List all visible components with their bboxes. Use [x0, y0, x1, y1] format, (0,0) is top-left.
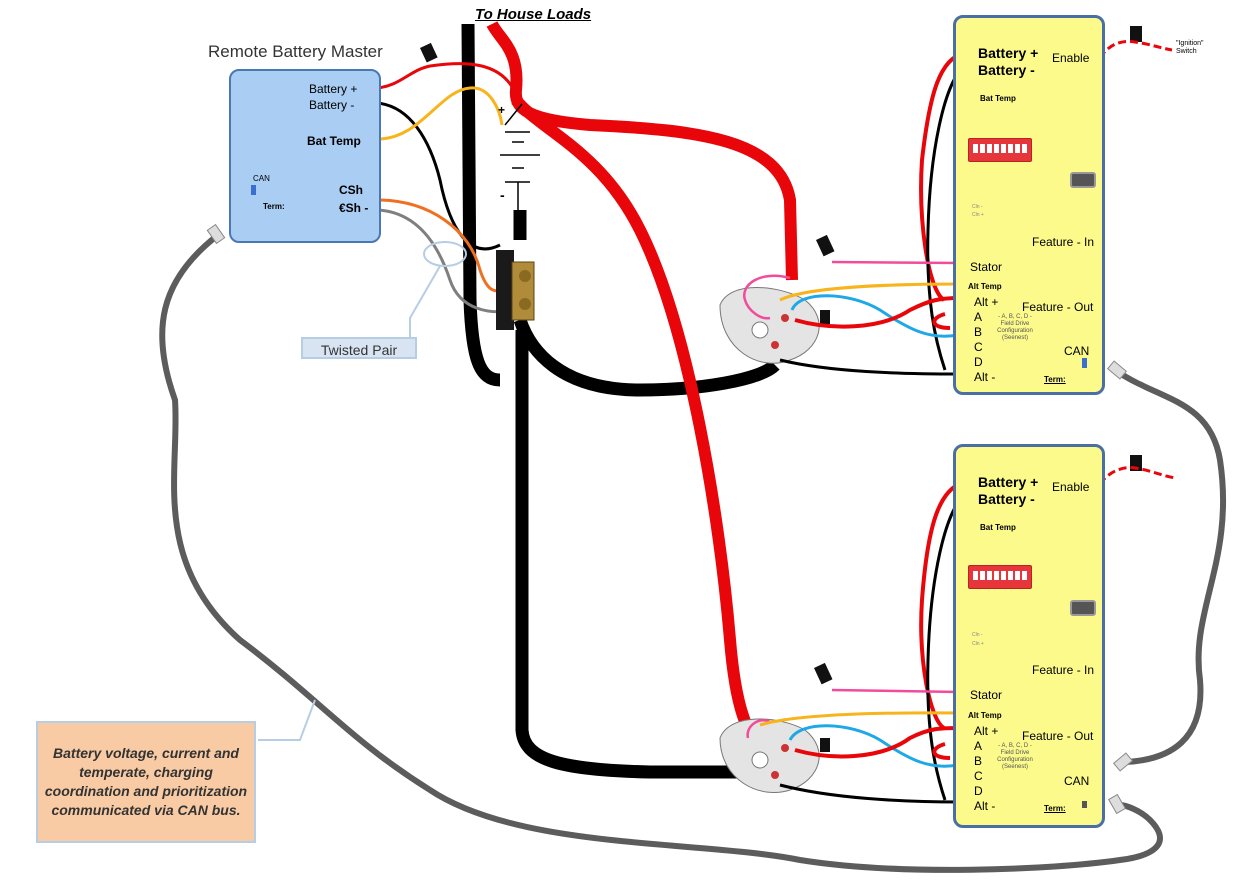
rbm-esh-wire	[376, 208, 516, 314]
reg1-bat-temp-label: Bat Temp	[980, 94, 1016, 103]
reg1-enable-label: Enable	[1052, 51, 1090, 65]
twisted-pair-marker	[423, 241, 467, 267]
reg2-term-label: Term:	[1044, 804, 1066, 813]
reg1-alt-pos-label: Alt +	[974, 295, 999, 309]
reg1-c-label: C	[974, 340, 983, 354]
fuse	[820, 310, 830, 324]
ignition-switch-label: "Ignition" Switch	[1176, 40, 1204, 55]
reg2-alt-neg-label: Alt -	[974, 799, 996, 813]
shunt	[496, 250, 535, 330]
reg2-clp-label: Cln +	[972, 641, 984, 647]
reg1-feature-out-label: Feature - Out	[1022, 300, 1094, 314]
rbm-battery-pos-label: Battery +	[309, 82, 358, 96]
battery-symbol	[500, 103, 540, 210]
black-main-cable	[513, 317, 780, 397]
reg2-can-label: CAN	[1064, 774, 1090, 788]
reg1-term-label: Term:	[1044, 375, 1066, 384]
reg2-enable-label: Enable	[1052, 480, 1090, 494]
reg2-battery-neg-label: Battery -	[978, 491, 1035, 507]
fuse	[814, 662, 833, 685]
rbm-bat-temp-label: Bat Temp	[307, 134, 361, 148]
reg2-d-label: D	[974, 784, 983, 798]
rbm-battery-neg-label: Battery -	[309, 98, 355, 112]
fuse	[420, 42, 438, 63]
twisted-pair-label: Twisted Pair	[301, 337, 417, 359]
usb-port-icon[interactable]	[1070, 172, 1096, 188]
can-switch-icon[interactable]	[1082, 358, 1087, 368]
reg1-feature-in-label: Feature - In	[1032, 235, 1095, 249]
alternator-2	[719, 718, 820, 794]
reg2-alt-temp-label: Alt Temp	[968, 711, 1002, 720]
ignition-wire	[1098, 39, 1173, 59]
reg1-clp-label: Cln +	[972, 212, 984, 218]
dip-switch-icon[interactable]	[968, 565, 1032, 589]
rbm-term-label: Term:	[263, 202, 285, 211]
can-cable-reg1-to-reg2	[1115, 369, 1227, 765]
can-bus-note: Battery voltage, current and temperate, …	[36, 721, 256, 843]
ignition-wire	[1098, 466, 1177, 485]
reg2-b-label: B	[974, 754, 983, 768]
rj-plug	[1106, 360, 1128, 380]
battery-plus-label: +	[498, 103, 506, 117]
rbm-esh-label: €Sh -	[339, 201, 369, 215]
rbm-bat-temp-wire	[376, 86, 504, 141]
usb-port-icon[interactable]	[1070, 600, 1096, 616]
reg2-field-drive-note: - A, B, C, D - Field Drive Configuration…	[997, 743, 1033, 770]
rj-plug	[206, 223, 226, 245]
can-cable-rbm-to-reg2	[159, 232, 1163, 873]
red-main-cable	[511, 96, 774, 761]
fuse	[820, 738, 830, 752]
note-callout	[258, 699, 316, 741]
reg1-battery-neg-label: Battery -	[978, 62, 1035, 78]
reg1-alt-neg-label: Alt -	[974, 370, 996, 384]
reg1-battery-pos-label: Battery +	[978, 45, 1039, 61]
remote-battery-master: Battery + Battery - Bat Temp CAN Term: C…	[229, 69, 381, 243]
reg2-feature-in-label: Feature - In	[1032, 663, 1095, 677]
dip-switch-icon[interactable]	[968, 138, 1032, 162]
can-switch-icon[interactable]	[251, 185, 256, 195]
rbm-battery-pos-wire	[376, 62, 516, 91]
reg1-can-label: CAN	[1064, 344, 1090, 358]
reg1-cln-label: Cln -	[972, 204, 983, 210]
black-main-cable	[461, 23, 501, 387]
reg2-bat-temp-label: Bat Temp	[980, 523, 1016, 532]
reg1-alt-temp-label: Alt Temp	[968, 282, 1002, 291]
reg2-a-label: A	[974, 739, 983, 753]
rbm-battery-neg-wire	[376, 101, 501, 251]
house-loads-label: To House Loads	[475, 6, 592, 23]
battery-minus-label: -	[500, 187, 505, 203]
reg1-b-label: B	[974, 325, 983, 339]
reg2-cln-label: Cln -	[972, 632, 983, 638]
can-switch-icon[interactable]	[1082, 801, 1087, 808]
reg2-battery-pos-label: Battery +	[978, 474, 1039, 490]
reg2-alt-pos-label: Alt +	[974, 724, 999, 738]
reg1-a-label: A	[974, 310, 983, 324]
rj-plug	[1112, 752, 1134, 772]
twisted-pair-callout	[409, 265, 441, 337]
rbm-can-label: CAN	[253, 174, 270, 183]
rbm-csh-label: CSh	[339, 183, 363, 197]
reg2-c-label: C	[974, 769, 983, 783]
fuse	[1130, 26, 1142, 42]
reg2-stator-label: Stator	[970, 688, 1003, 702]
reg1-d-label: D	[974, 355, 983, 369]
rbm-title: Remote Battery Master	[208, 42, 383, 61]
rj-plug	[1107, 793, 1127, 815]
reg1-stator-label: Stator	[970, 260, 1003, 274]
black-main-cable	[515, 330, 775, 779]
reg1-field-drive-note: - A, B, C, D - Field Drive Configuration…	[997, 314, 1033, 341]
regulator-2: Battery + Battery - Enable Bat Temp Cln …	[953, 444, 1105, 828]
fuse	[816, 234, 835, 257]
regulator-1: Battery + Battery - Enable Bat Temp Cln …	[953, 15, 1105, 395]
red-main-cable	[486, 20, 798, 281]
reg2-feature-out-label: Feature - Out	[1022, 729, 1094, 743]
